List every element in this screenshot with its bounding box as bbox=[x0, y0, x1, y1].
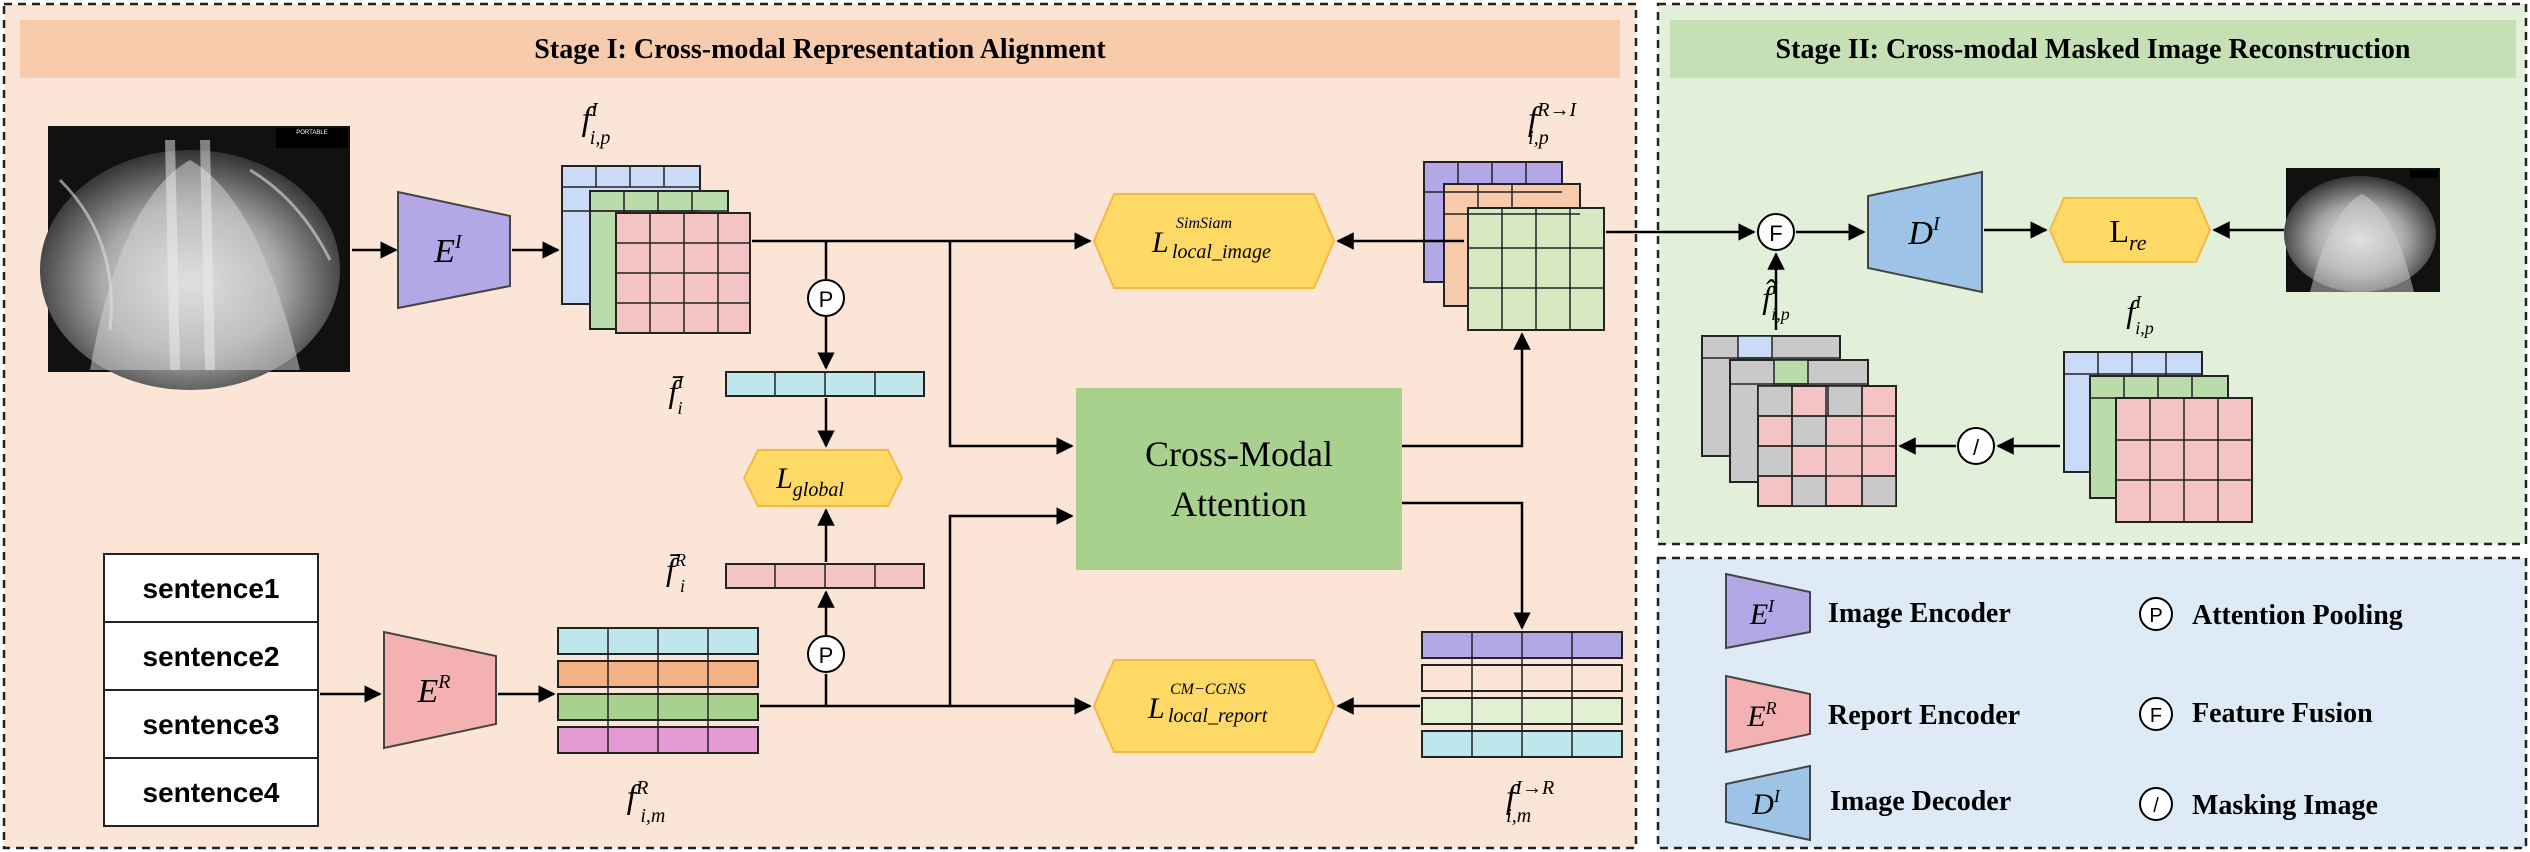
svg-text:local_image: local_image bbox=[1172, 241, 1271, 263]
svg-text:/: / bbox=[1973, 435, 1980, 460]
svg-text:F: F bbox=[2150, 705, 2162, 727]
attention-pooling-bottom: P bbox=[807, 635, 845, 673]
xray-image: PORTABLE bbox=[40, 126, 350, 390]
svg-text:L: L bbox=[1147, 692, 1165, 725]
svg-text:Report Encoder: Report Encoder bbox=[1828, 700, 2020, 731]
connectors bbox=[320, 221, 2284, 715]
svg-text:DI: DI bbox=[1751, 786, 1781, 821]
svg-text:EI: EI bbox=[433, 231, 463, 270]
stage2-title: Stage II: Cross-modal Masked Image Recon… bbox=[1776, 34, 2411, 65]
loss-local-report: L CM−CGNS local_report bbox=[1092, 659, 1336, 753]
svg-text:L: L bbox=[1151, 226, 1169, 259]
svg-text:ER: ER bbox=[417, 671, 451, 710]
sentence-4: sentence4 bbox=[143, 777, 280, 808]
svg-text:fI→Ri,m: fI→Ri,m bbox=[1506, 777, 1554, 827]
image-encoder: EI bbox=[397, 190, 511, 310]
svg-text:Cross-Modal: Cross-Modal bbox=[1145, 434, 1333, 474]
stage1-title: Stage I: Cross-modal Representation Alig… bbox=[534, 34, 1106, 65]
svg-text:fR→Ii,p: fR→Ii,p bbox=[1528, 99, 1578, 149]
sentence-2: sentence2 bbox=[143, 641, 280, 672]
report-encoder: ER bbox=[383, 630, 497, 750]
legend-masking-image: / Masking Image bbox=[2139, 787, 2378, 821]
svg-text:P: P bbox=[2149, 605, 2162, 627]
svg-text:Masking Image: Masking Image bbox=[2192, 790, 2378, 821]
feature-fusion: F bbox=[1757, 213, 1795, 251]
svg-text:fIi,p: fIi,p bbox=[2126, 292, 2153, 338]
svg-text:fIi,p: fIi,p bbox=[582, 99, 611, 149]
svg-text:SimSiam: SimSiam bbox=[1176, 215, 1232, 232]
loss-local-image: L SimSiam local_image bbox=[1092, 193, 1336, 289]
svg-text:ER: ER bbox=[1746, 698, 1776, 733]
legend: EI Image Encoder ER Report Encoder DI Im… bbox=[1725, 572, 2403, 842]
svg-text:Lre: Lre bbox=[2109, 213, 2146, 255]
masking-image: / bbox=[1957, 427, 1995, 465]
legend-image-encoder: EI Image Encoder bbox=[1725, 572, 2011, 650]
legend-attention-pooling: P Attention Pooling bbox=[2139, 597, 2403, 631]
svg-text:CM−CGNS: CM−CGNS bbox=[1170, 681, 1246, 698]
svg-text:Image Decoder: Image Decoder bbox=[1830, 786, 2011, 817]
legend-image-decoder: DI Image Decoder bbox=[1725, 764, 2011, 842]
sentence-3: sentence3 bbox=[143, 709, 280, 740]
svg-text:P: P bbox=[819, 287, 834, 312]
svg-text:P: P bbox=[819, 643, 834, 668]
sentence-1: sentence1 bbox=[143, 573, 280, 604]
svg-text:f̄Ii: f̄Ii bbox=[669, 372, 685, 418]
svg-text:Attention: Attention bbox=[1171, 484, 1307, 524]
svg-text:local_report: local_report bbox=[1168, 705, 1268, 727]
target-xray bbox=[2284, 168, 2440, 292]
loss-reconstruction: Lre bbox=[2048, 197, 2212, 263]
svg-text:EI: EI bbox=[1749, 596, 1775, 631]
svg-text:F: F bbox=[1769, 221, 1782, 246]
svg-text:Attention Pooling: Attention Pooling bbox=[2192, 600, 2403, 631]
svg-text:DI: DI bbox=[1907, 213, 1941, 252]
image-decoder: DI bbox=[1867, 170, 1983, 294]
cross-modal-attention: Cross-Modal Attention bbox=[1076, 388, 1402, 570]
svg-text:Lglobal: Lglobal bbox=[775, 462, 844, 501]
loss-global: Lglobal bbox=[742, 449, 904, 507]
legend-report-encoder: ER Report Encoder bbox=[1725, 674, 2020, 754]
sentences-box: sentence1 sentence2 sentence3 sentence4 bbox=[103, 553, 319, 827]
svg-text:Feature Fusion: Feature Fusion bbox=[2192, 698, 2373, 729]
svg-text:/: / bbox=[2153, 795, 2159, 817]
portable-label: PORTABLE bbox=[296, 130, 327, 136]
attention-pooling-top: P bbox=[807, 279, 845, 317]
legend-feature-fusion: F Feature Fusion bbox=[2139, 697, 2373, 731]
svg-text:Image Encoder: Image Encoder bbox=[1828, 598, 2011, 629]
